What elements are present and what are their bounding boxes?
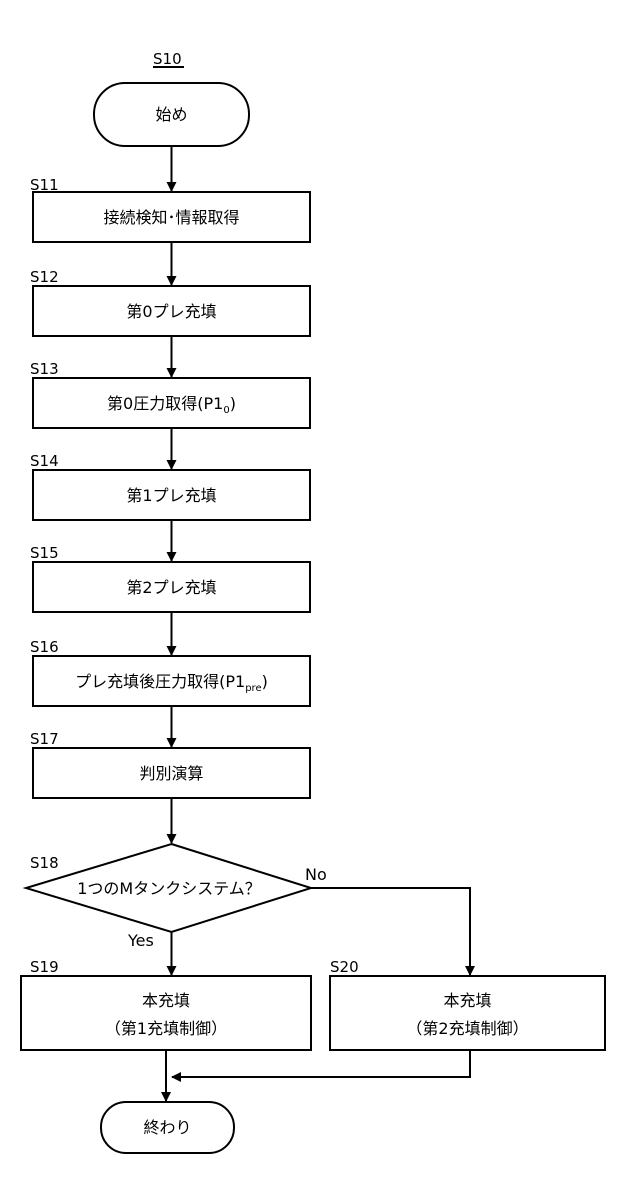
process-label-s19-line1: 本充填 bbox=[142, 991, 190, 1010]
step-id-s18: S18 bbox=[30, 854, 59, 872]
step-id-s14: S14 bbox=[30, 452, 59, 470]
process-label-s13-tail: ) bbox=[230, 394, 236, 413]
process-label-s20-line2: （第2充填制御） bbox=[406, 1019, 528, 1038]
step-id-s17: S17 bbox=[30, 730, 59, 748]
process-label-s13: 第0圧力取得(P10) bbox=[107, 394, 236, 416]
end-label: 終わり bbox=[143, 1118, 191, 1137]
process-label-s16-tail: ) bbox=[262, 672, 268, 691]
process-label-s17: 判別演算 bbox=[139, 764, 203, 783]
step-id-s10: S10 bbox=[153, 50, 182, 68]
decision-yes-label: Yes bbox=[127, 931, 154, 950]
step-id-s12: S12 bbox=[30, 268, 59, 286]
process-label-s20-line1: 本充填 bbox=[443, 991, 491, 1010]
step-id-s13: S13 bbox=[30, 360, 59, 378]
process-label-s14: 第1プレ充填 bbox=[126, 486, 216, 505]
arrow-s20-merge bbox=[172, 1050, 470, 1077]
step-id-s16: S16 bbox=[30, 638, 59, 656]
process-label-s11: 接続検知･情報取得 bbox=[103, 208, 239, 227]
step-id-s20: S20 bbox=[330, 958, 359, 976]
process-box-s19 bbox=[21, 976, 311, 1050]
process-label-s16-main: プレ充填後圧力取得(P1 bbox=[75, 672, 245, 691]
step-id-s15: S15 bbox=[30, 544, 59, 562]
process-label-s15: 第2プレ充填 bbox=[126, 578, 216, 597]
process-label-s13-main: 第0圧力取得(P1 bbox=[107, 394, 223, 413]
process-label-s12: 第0プレ充填 bbox=[126, 302, 216, 321]
process-label-s16: プレ充填後圧力取得(P1pre) bbox=[75, 672, 268, 694]
process-label-s16-sub: pre bbox=[245, 683, 261, 694]
process-box-s20 bbox=[330, 976, 605, 1050]
decision-no-label: No bbox=[305, 865, 327, 884]
step-id-s19: S19 bbox=[30, 958, 59, 976]
decision-label-s18: 1つのMタンクシステム？ bbox=[77, 879, 261, 898]
process-label-s19-line2: （第1充填制御） bbox=[105, 1019, 227, 1038]
start-label: 始め bbox=[155, 105, 187, 124]
